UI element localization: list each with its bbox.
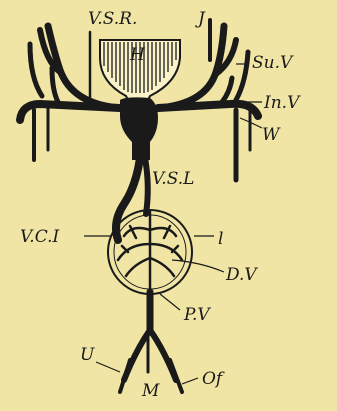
sinus-venosus [120, 97, 158, 160]
label-vci: V.C.I [20, 227, 60, 247]
lower-veins [120, 292, 182, 392]
label-l: l [218, 229, 223, 249]
label-of: Of [202, 369, 225, 389]
label-h: H [129, 45, 146, 65]
label-su-v: Su.V [252, 53, 294, 73]
label-vsl: V.S.L [152, 169, 194, 189]
label-in-v: In.V [263, 93, 301, 113]
label-pv: P.V [183, 305, 211, 325]
label-m: M [141, 381, 160, 401]
label-vsr: V.S.R. [88, 9, 137, 29]
label-dv: D.V [225, 265, 258, 285]
label-j: J [195, 9, 206, 29]
label-w: W [262, 125, 281, 145]
label-u: U [80, 345, 95, 365]
liver-shape [108, 210, 192, 294]
